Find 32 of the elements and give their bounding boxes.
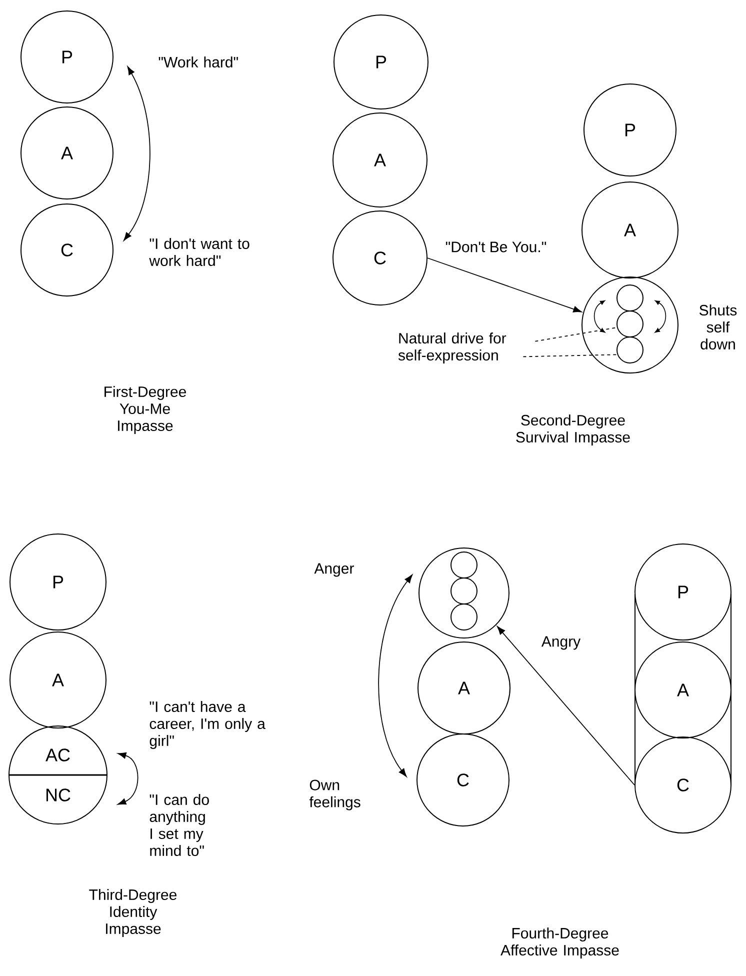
quote-text: "I can't have a career, I'm only a girl" (150, 701, 266, 749)
ego-state-label: NC (46, 788, 70, 802)
small-circle (616, 336, 644, 364)
caption-text: Third-Degree Identity Impasse (89, 889, 176, 937)
small-circle (616, 284, 644, 312)
caption-text: Fourth-Degree Affective Impasse (500, 928, 619, 958)
small-circle (616, 310, 644, 338)
leader-line (522, 354, 618, 358)
quote-text: "I can do anything I set my mind to" (150, 794, 209, 856)
ego-state-circle (582, 276, 678, 374)
double-arrow (378, 574, 412, 777)
arrow (497, 626, 635, 786)
edge-label: "Don't Be You." (444, 240, 548, 254)
annotation-text: Anger (314, 563, 354, 577)
small-circle (450, 604, 478, 630)
annotation-text: Shuts self down (700, 304, 737, 350)
annotation-text: Natural drive for self-expression (398, 332, 506, 364)
annotation-text: Own feelings (309, 780, 360, 810)
quote-text: "Work hard" (158, 56, 238, 68)
small-circle (450, 552, 478, 578)
ego-state-circle (418, 548, 510, 638)
quote-text: "I don't want to work hard" (149, 238, 250, 266)
caption-text: Second-Degree Survival Impasse (516, 414, 630, 446)
small-circle (450, 578, 478, 604)
leader-line (534, 327, 618, 342)
ego-state-circle (8, 726, 108, 824)
double-arrow (118, 752, 138, 805)
ego-state-label: AC (46, 748, 70, 762)
caption-text: First-Degree You-Me Impasse (104, 386, 186, 434)
edge-label: Angry (540, 635, 582, 651)
double-arrow (124, 66, 150, 241)
arrow (427, 258, 582, 312)
